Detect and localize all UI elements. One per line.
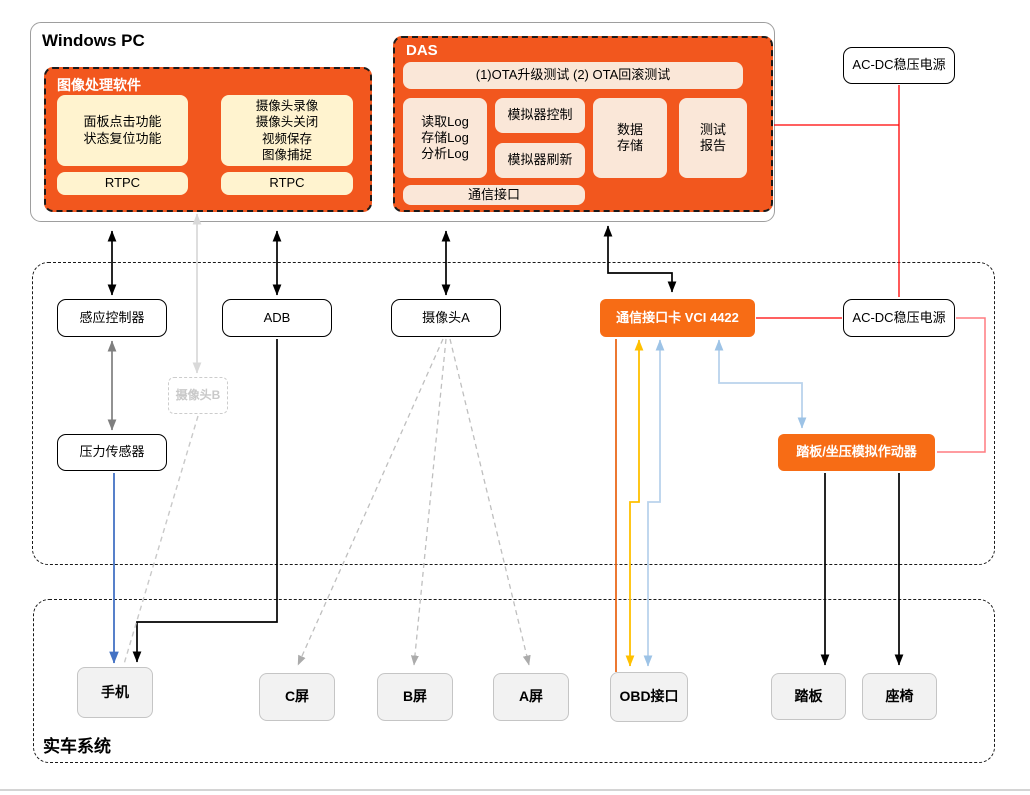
window-bottom-border <box>0 789 1030 791</box>
simulator-refresh-box: 模拟器刷新 <box>495 143 585 178</box>
pedal-actuator-box: 踏板/坐压模拟作动器 <box>778 434 935 471</box>
panel-function-line: 面板点击功能 <box>83 114 162 130</box>
panel-function-line: 状态复位功能 <box>83 130 162 146</box>
camera-function-line: 图像捕捉 <box>261 147 312 162</box>
camera-b-box: 摄像头B <box>168 377 228 414</box>
image-software-title: 图像处理软件 <box>57 77 141 93</box>
log-line: 存储Log <box>421 129 469 145</box>
data-store-line: 存储 <box>616 138 643 153</box>
comm-interface-bar: 通信接口 <box>403 185 585 205</box>
adb-box: ADB <box>222 299 332 337</box>
pedal-box: 踏板 <box>771 673 846 720</box>
log-line: 分析Log <box>421 146 469 162</box>
camera-function-line: 视频保存 <box>261 131 312 146</box>
log-box: 读取Log 存储Log 分析Log <box>403 98 487 178</box>
vci-card-box: 通信接口卡 VCI 4422 <box>600 299 755 337</box>
camera-function-line: 摄像头录像 <box>255 99 319 113</box>
sensor-controller-box: 感应控制器 <box>57 299 167 337</box>
acdc-power-mid-box: AC-DC稳压电源 <box>843 299 955 337</box>
screen-c-box: C屏 <box>259 673 335 721</box>
das-title: DAS <box>406 42 438 59</box>
rtpc-left-box: RTPC <box>57 172 188 195</box>
data-store-line: 数据 <box>616 121 643 137</box>
screen-b-box: B屏 <box>377 673 453 721</box>
test-report-line: 测试 <box>699 121 726 137</box>
rtpc-right-box: RTPC <box>221 172 353 195</box>
acdc-power-top-box: AC-DC稳压电源 <box>843 47 955 84</box>
vehicle-system-label: 实车系统 <box>43 737 111 756</box>
screen-a-box: A屏 <box>493 673 569 721</box>
windows-pc-title: Windows PC <box>42 31 145 50</box>
phone-box: 手机 <box>77 667 153 718</box>
simulator-control-box: 模拟器控制 <box>495 98 585 133</box>
camera-function-box: 摄像头录像 摄像头关闭 视频保存 图像捕捉 <box>221 95 353 166</box>
camera-function-line: 摄像头关闭 <box>255 115 319 130</box>
pressure-sensor-box: 压力传感器 <box>57 434 167 471</box>
log-line: 读取Log <box>421 113 469 129</box>
data-store-box: 数据 存储 <box>593 98 667 178</box>
camera-a-box: 摄像头A <box>391 299 501 337</box>
ota-test-bar: (1)OTA升级测试 (2) OTA回滚测试 <box>403 62 743 89</box>
seat-box: 座椅 <box>862 673 937 720</box>
test-report-line: 报告 <box>699 138 726 153</box>
test-report-box: 测试 报告 <box>679 98 747 178</box>
obd-port-box: OBD接口 <box>610 672 688 722</box>
panel-function-box: 面板点击功能 状态复位功能 <box>57 95 188 166</box>
